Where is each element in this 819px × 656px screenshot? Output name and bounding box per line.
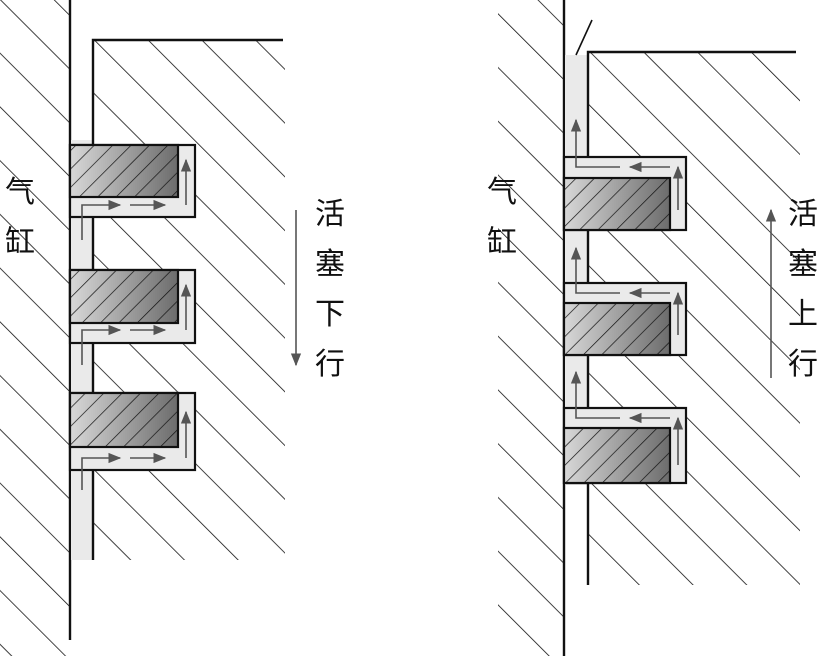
right-flow-arrow-1c: [570, 118, 620, 168]
left-flow-arrow-2: [81, 324, 122, 365]
left-flow-arrow-3: [81, 452, 122, 490]
right-cylinder-label-char-1: 气: [487, 175, 517, 210]
left-motion-label-char-2: 塞: [315, 247, 345, 282]
left-motion-label: 活 塞 下 行: [310, 190, 350, 390]
right-wall-break-mark: [575, 19, 593, 56]
right-cylinder-label: 气 缸: [482, 168, 522, 268]
right-piston-body: [588, 52, 800, 585]
left-piston-outline: [91, 38, 283, 560]
right-cylinder-wall: [498, 0, 564, 656]
left-cylinder-label-char-2: 缸: [5, 225, 35, 260]
left-motion-label-char-1: 活: [315, 197, 345, 232]
left-cylinder-wall: [0, 0, 70, 656]
left-ring-3: [68, 391, 180, 449]
right-ring-2: [562, 301, 672, 357]
left-ring-1: [68, 143, 180, 199]
right-ring-1: [562, 176, 672, 232]
right-panel: [498, 0, 800, 656]
left-motion-label-char-4: 行: [315, 347, 345, 382]
left-cylinder-label: 气 缸: [0, 168, 40, 268]
right-piston-outline: [586, 50, 796, 585]
left-panel: [0, 0, 302, 656]
right-flow-arrow-2c: [570, 246, 620, 294]
left-motion-label-char-3: 下: [315, 297, 345, 332]
left-cylinder-label-char-1: 气: [5, 175, 35, 210]
left-ring-2: [68, 268, 180, 325]
right-ring-3: [562, 426, 672, 485]
left-flow-arrow-1: [81, 199, 122, 240]
right-motion-label-char-1: 活: [788, 197, 818, 232]
right-motion-label-char-3: 上: [788, 297, 818, 332]
right-flow-arrows: [570, 118, 684, 465]
left-flow-arrows: [81, 158, 192, 490]
right-cylinder-label-char-2: 缸: [487, 225, 517, 260]
right-flow-arrow-3c: [570, 370, 620, 419]
right-motion-label: 活 塞 上 行: [783, 190, 819, 390]
right-motion-label-char-2: 塞: [788, 247, 818, 282]
right-motion-label-char-4: 行: [788, 347, 818, 382]
left-piston-body: [93, 40, 285, 560]
